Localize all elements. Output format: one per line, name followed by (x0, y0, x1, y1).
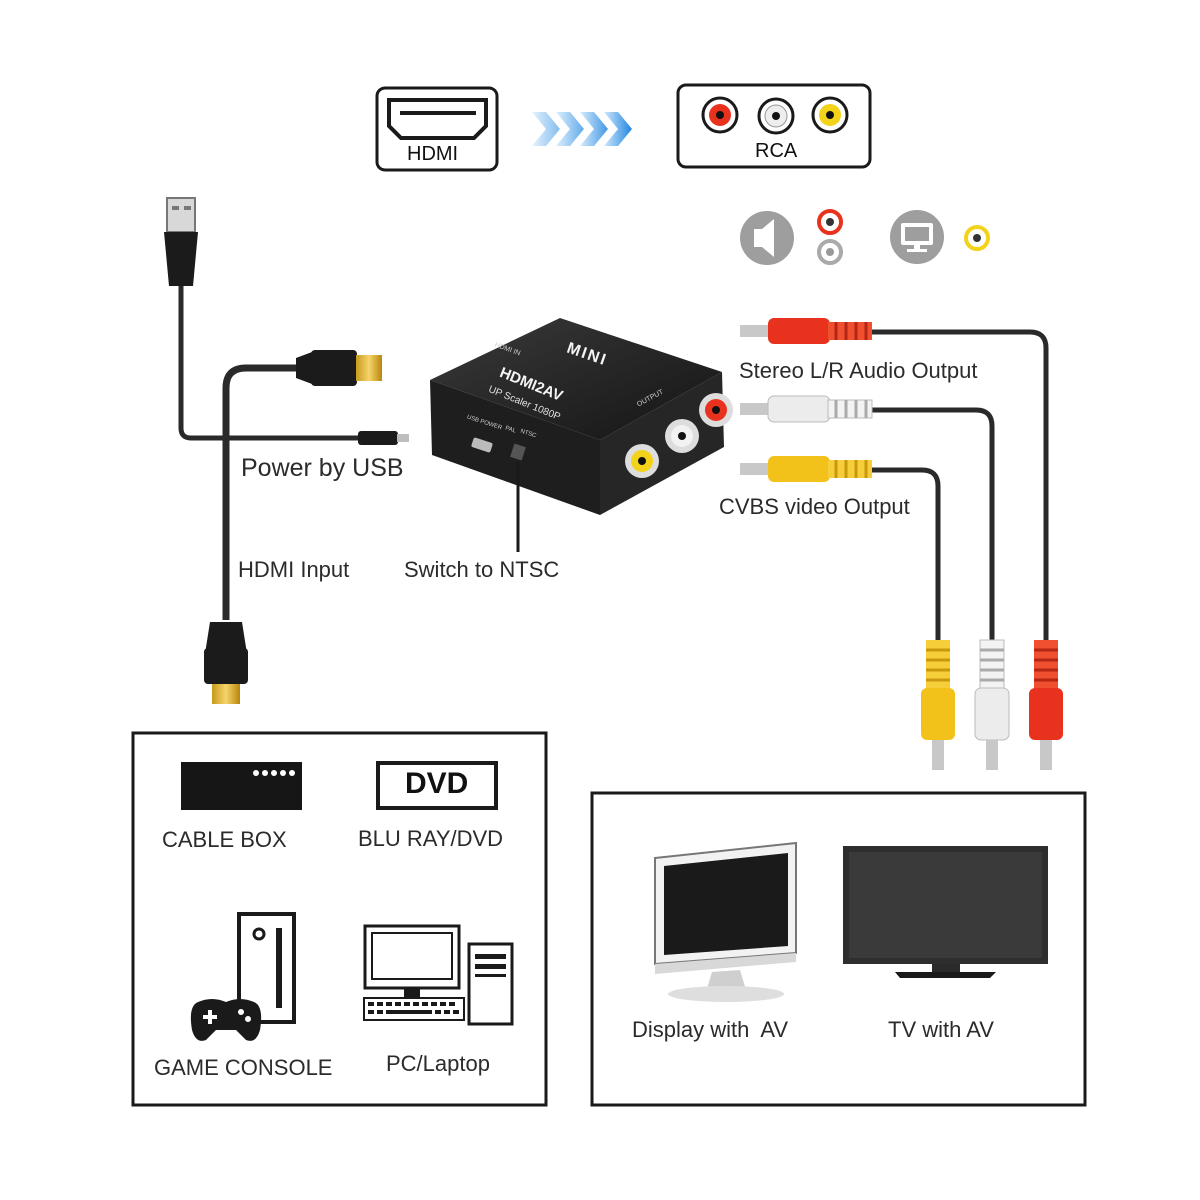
game-console-icon (190, 912, 296, 1041)
hdmi-cable-icon (204, 350, 382, 704)
pc-icon (363, 924, 514, 1026)
hdmi-input-label: HDMI Input (238, 557, 350, 582)
usb-cable-icon (164, 197, 409, 445)
hdmi-port-icon (375, 86, 499, 172)
rca-port-icon (676, 83, 872, 169)
pc-laptop-label: PC/Laptop (386, 1051, 490, 1076)
cable-box-label: CABLE BOX (162, 827, 287, 852)
hdmi-label: HDMI (407, 143, 459, 165)
game-console-label: GAME CONSOLE (154, 1055, 333, 1080)
blu-ray-label: BLU RAY/DVD (358, 826, 504, 851)
display-av-label: Display with AV (632, 1017, 789, 1042)
stereo-audio-label: Stereo L/R Audio Output (739, 358, 978, 383)
audio-jack-icon (817, 209, 843, 265)
switch-ntsc-label: Switch to NTSC (404, 557, 560, 582)
power-usb-label: Power by USB (241, 454, 404, 482)
display-monitor-icon (654, 841, 797, 1002)
converter-device (430, 318, 733, 515)
tv-av-label: TV with AV (888, 1017, 994, 1042)
rca-label: RCA (755, 140, 798, 162)
conversion-arrow-icon (532, 112, 632, 146)
cable-box-icon (181, 762, 302, 810)
monitor-symbol-icon (890, 210, 944, 264)
tv-icon (843, 846, 1048, 978)
dvd-badge-label: DVD (405, 767, 469, 800)
video-jack-icon (964, 225, 990, 251)
rca-cables-icon (740, 318, 1063, 770)
dvd-icon (376, 761, 498, 810)
cvbs-video-label: CVBS video Output (719, 494, 910, 519)
speaker-icon (740, 211, 794, 265)
